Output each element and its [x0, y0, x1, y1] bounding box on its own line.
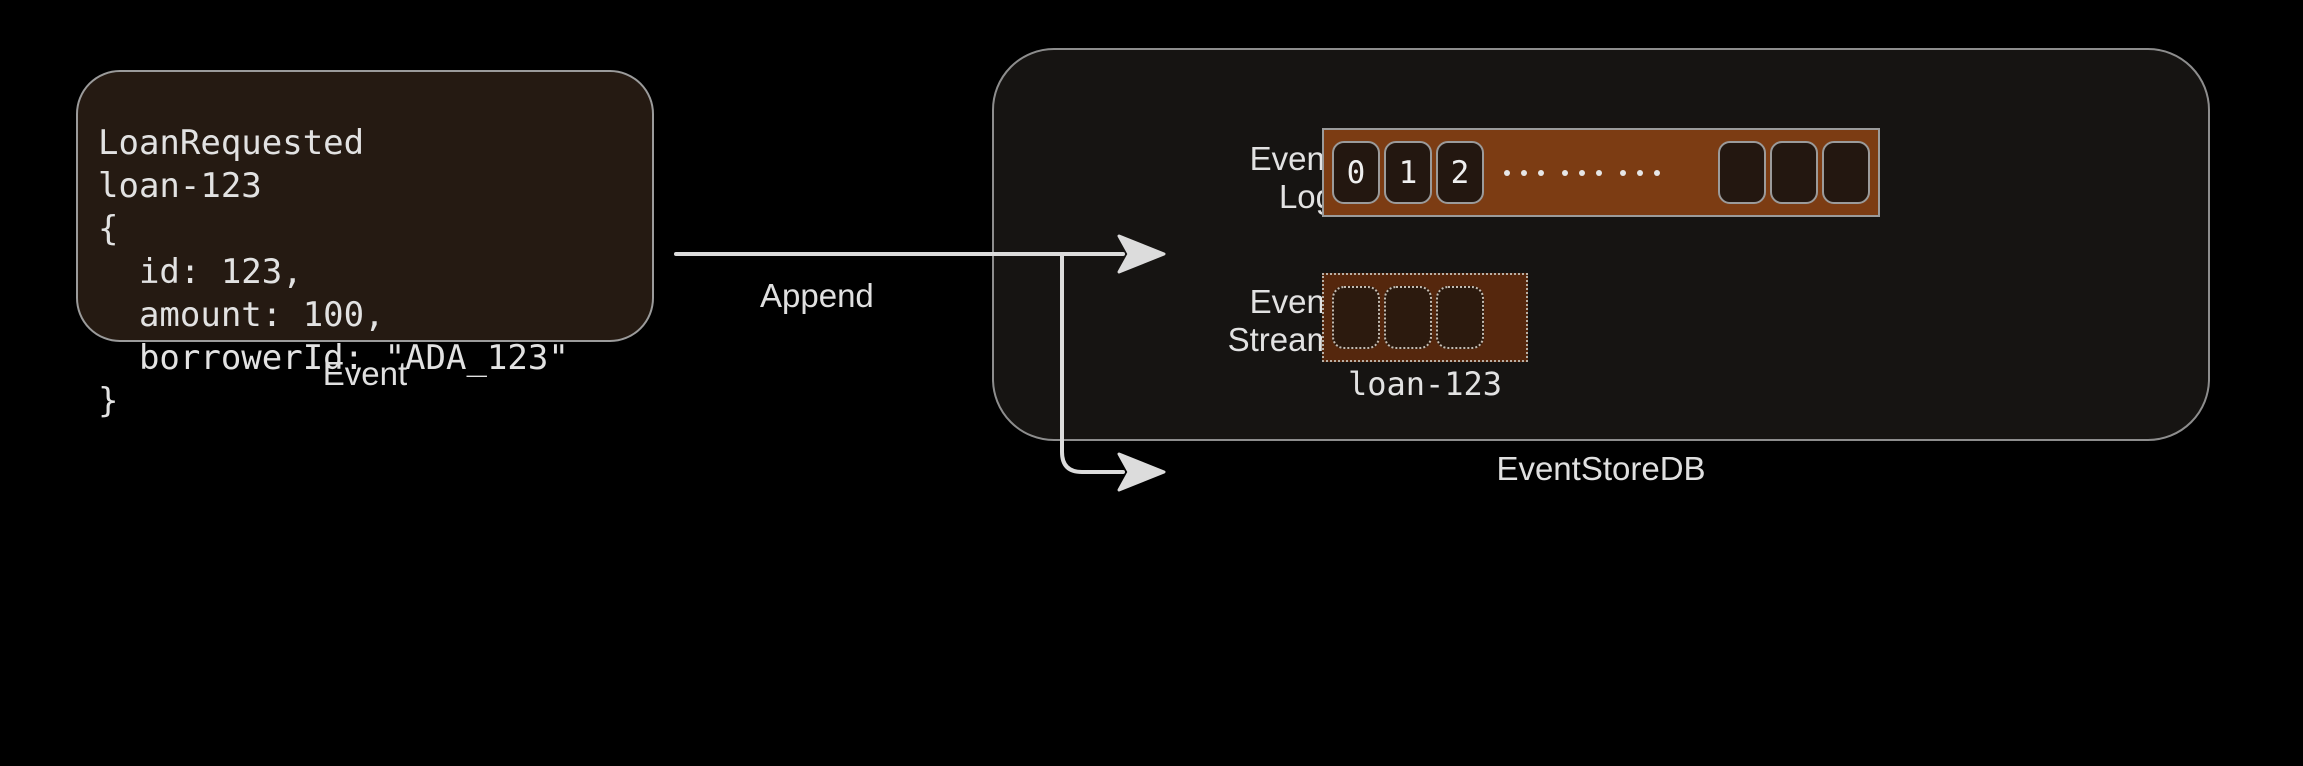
ellipsis-dot	[1562, 169, 1568, 176]
event-stream-cell	[1436, 286, 1484, 349]
event-stream-label-line2: Stream	[1227, 321, 1334, 358]
event-log-label-line2: Log	[1278, 178, 1334, 215]
event-stream-label-line1: Event	[1249, 283, 1334, 320]
event-log-label-line1: Event	[1249, 140, 1334, 177]
event-log-cell: 0	[1332, 141, 1380, 204]
event-log-bar: 0 1 2	[1322, 128, 1880, 217]
event-stream-name: loan-123	[1347, 365, 1503, 403]
ellipsis-dot	[1637, 169, 1643, 176]
event-stream-box	[1322, 273, 1528, 362]
ellipsis-dot	[1504, 169, 1510, 176]
ellipsis-dot	[1596, 169, 1602, 176]
append-label: Append	[760, 277, 874, 314]
event-card-caption: Event	[322, 355, 408, 392]
event-log-empty-cell-group	[1718, 130, 1870, 215]
ellipsis-group	[1504, 169, 1544, 176]
event-log-label: Event Log	[1184, 140, 1334, 216]
event-stream-label: Event Stream	[1184, 283, 1334, 359]
event-log-cell: 2	[1436, 141, 1484, 204]
event-stream-cell	[1384, 286, 1432, 349]
event-log-empty-cell	[1770, 141, 1818, 204]
event-card: LoanRequested loan-123 { id: 123, amount…	[76, 70, 654, 421]
event-stream-cell	[1332, 286, 1380, 349]
event-log-ellipsis	[1504, 169, 1660, 176]
eventstoredb-container	[992, 48, 2210, 441]
ellipsis-dot	[1579, 169, 1585, 176]
ellipsis-dot	[1620, 169, 1626, 176]
event-log-cell: 1	[1384, 141, 1432, 204]
ellipsis-dot	[1521, 169, 1527, 176]
ellipsis-dot	[1538, 169, 1544, 176]
event-payload-code: LoanRequested loan-123 { id: 123, amount…	[98, 123, 569, 421]
event-log-empty-cell	[1822, 141, 1870, 204]
event-log-cell-group: 0 1 2	[1332, 130, 1676, 215]
ellipsis-dot	[1654, 169, 1660, 176]
ellipsis-group	[1562, 169, 1602, 176]
eventstoredb-caption: EventStoreDB	[1496, 450, 1706, 487]
event-log-empty-cell	[1718, 141, 1766, 204]
ellipsis-group	[1620, 169, 1660, 176]
